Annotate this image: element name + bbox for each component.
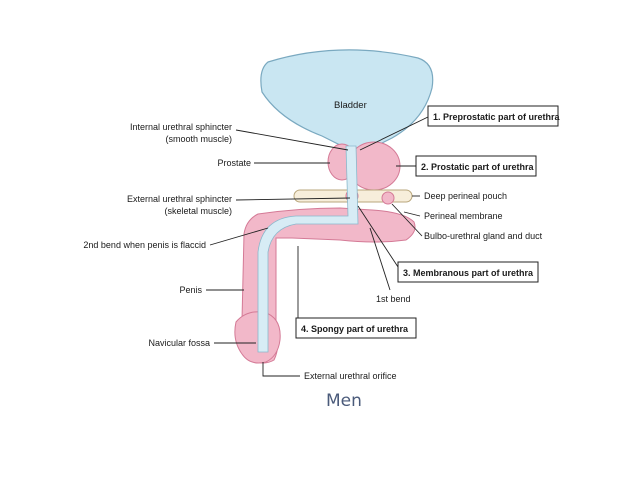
bladder (260, 49, 434, 149)
label-penis: Penis (179, 285, 202, 295)
glans (234, 311, 281, 364)
label-first-bend: 1st bend (376, 294, 411, 304)
label-deep-perineal-pouch: Deep perineal pouch (424, 191, 507, 201)
box-preprostatic-label: 1. Preprostatic part of urethra (433, 112, 561, 122)
label-external-sphincter: External urethral sphincter (127, 194, 232, 204)
bulbo-urethral-gland-right (381, 191, 395, 205)
bladder-label: Bladder (334, 100, 367, 111)
label-prostate: Prostate (217, 158, 251, 168)
box-prostatic: 2. Prostatic part of urethra (415, 155, 537, 177)
box-spongy: 4. Spongy part of urethra (295, 317, 417, 339)
leader-preprostatic (359, 115, 431, 151)
label-internal-sphincter-sub: (smooth muscle) (165, 134, 232, 144)
label-perineal-membrane: Perineal membrane (424, 211, 503, 221)
box-preprostatic: 1. Preprostatic part of urethra (427, 105, 561, 127)
label-bulbo-urethral: Bulbo-urethral gland and duct (424, 231, 543, 241)
urethra (257, 145, 359, 353)
leader-external-orifice (262, 362, 300, 377)
label-external-sphincter-sub: (skeletal muscle) (164, 206, 232, 216)
leader-internal-sphincter (235, 129, 349, 151)
leader-first-bend (369, 227, 391, 291)
leader-second-bend (209, 227, 269, 246)
leader-external-sphincter (235, 197, 351, 201)
label-navicular-fossa: Navicular fossa (148, 338, 210, 348)
leader-perineal-membrane (403, 211, 421, 217)
box-membranous-label: 3. Membranous part of urethra (403, 268, 534, 278)
caption: Men (326, 391, 362, 411)
box-spongy-label: 4. Spongy part of urethra (301, 324, 409, 334)
leader-bulbo-urethral (391, 203, 423, 237)
label-second-bend: 2nd bend when penis is flaccid (83, 240, 206, 250)
box-membranous: 3. Membranous part of urethra (397, 261, 539, 283)
label-external-orifice: External urethral orifice (304, 371, 397, 381)
box-prostatic-label: 2. Prostatic part of urethra (421, 162, 535, 172)
label-internal-sphincter: Internal urethral sphincter (130, 122, 232, 132)
leader-membranous (357, 205, 401, 271)
